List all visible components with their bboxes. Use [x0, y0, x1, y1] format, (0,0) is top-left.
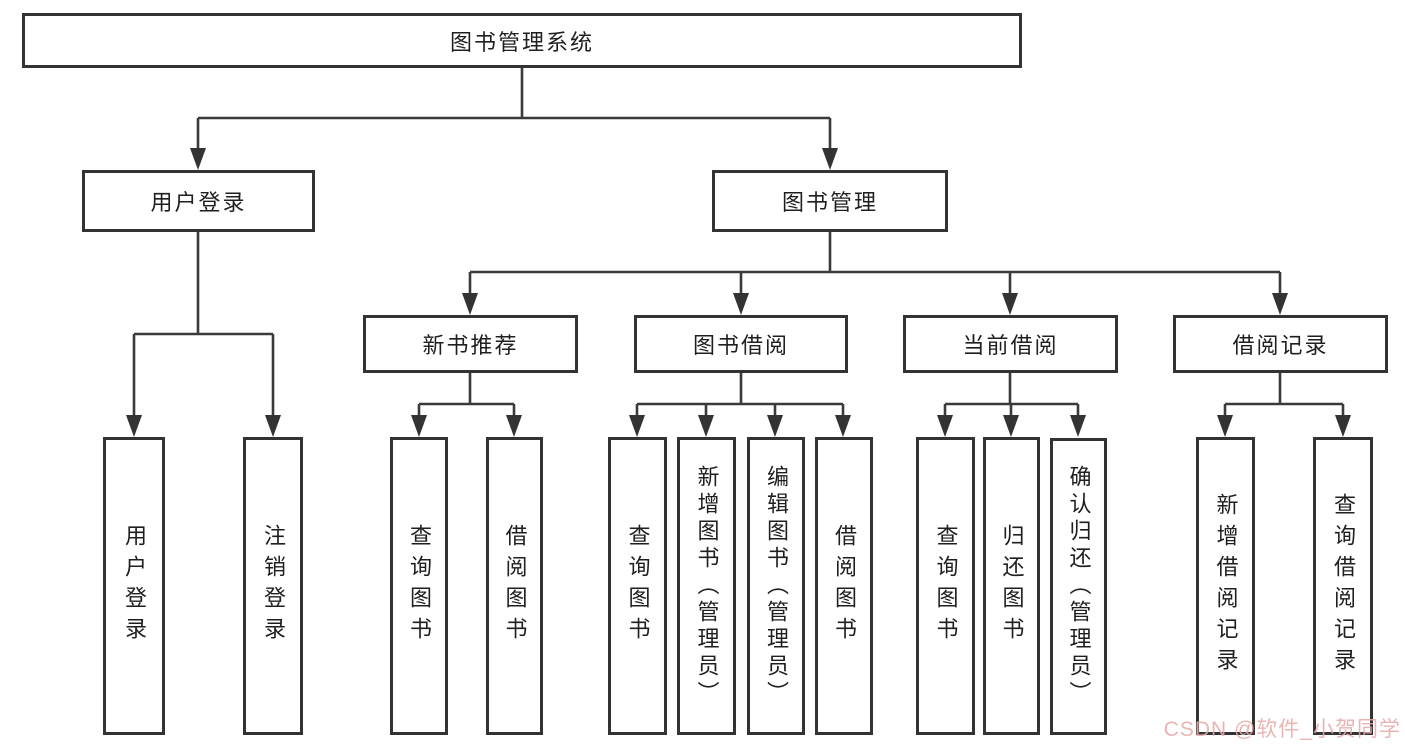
leaf-recommend-borrow-books: 借阅图书	[486, 437, 543, 735]
node-new-book-recommend: 新书推荐	[363, 315, 578, 373]
leaf-logout: 注销登录	[243, 437, 303, 735]
leaf-records-add-record: 新增借阅记录	[1196, 437, 1255, 735]
node-current-borrowing: 当前借阅	[903, 315, 1118, 373]
leaf-borrowing-query-books: 查询图书	[608, 437, 667, 735]
node-book-management: 图书管理	[712, 170, 948, 232]
leaf-current-return-books: 归还图书	[983, 437, 1040, 735]
csdn-watermark: CSDN @软件_小贺同学	[1163, 718, 1401, 741]
node-book-borrowing: 图书借阅	[634, 315, 848, 373]
leaf-borrowing-borrow-books: 借阅图书	[815, 437, 873, 735]
leaf-recommend-query-books: 查询图书	[390, 437, 448, 735]
node-borrowing-records: 借阅记录	[1173, 315, 1388, 373]
node-library-management-system: 图书管理系统	[22, 13, 1022, 68]
leaf-borrowing-add-books-admin: 新增图书（管理员）	[677, 437, 736, 735]
leaf-records-query-record: 查询借阅记录	[1313, 437, 1373, 735]
leaf-current-query-books: 查询图书	[916, 437, 975, 735]
node-user-login: 用户登录	[82, 170, 315, 232]
arrowhead-icons	[126, 148, 1351, 437]
leaf-current-confirm-return-admin: 确认归还（管理员）	[1050, 438, 1107, 735]
leaf-borrowing-edit-books-admin: 编辑图书（管理员）	[747, 437, 805, 735]
leaf-user-login: 用户登录	[103, 437, 165, 735]
